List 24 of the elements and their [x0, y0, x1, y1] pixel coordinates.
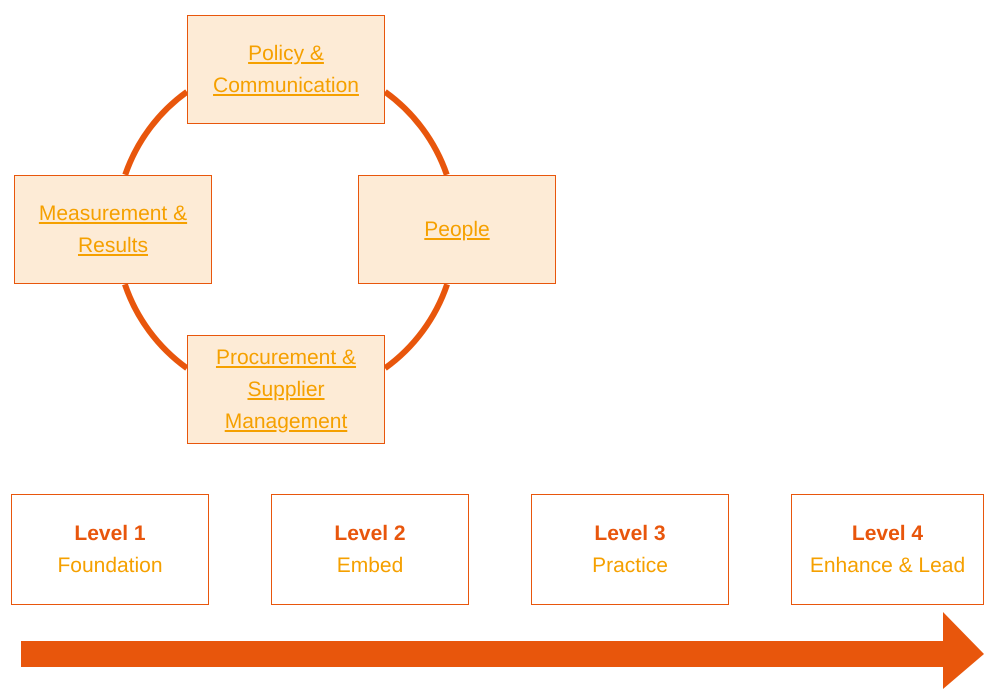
topic-link: People	[423, 216, 491, 242]
ring-arc	[383, 90, 450, 176]
level-box	[531, 494, 729, 605]
ring-arc	[122, 90, 189, 176]
level-title: Level 1	[74, 520, 146, 546]
level-name: Embed	[336, 552, 404, 578]
level-name: Enhance & Lead	[810, 552, 966, 578]
ring-arc	[383, 283, 450, 370]
topic-box	[187, 15, 385, 124]
level-title: Level 3	[594, 520, 666, 546]
level-title: Level 4	[852, 520, 924, 546]
topic-link: Procurement & Supplier Management	[214, 344, 358, 434]
topic-box	[187, 335, 385, 444]
level-box	[271, 494, 469, 605]
level-box	[791, 494, 984, 605]
topic-box	[14, 175, 212, 284]
ring-arc	[122, 283, 189, 370]
topic-box	[358, 175, 556, 284]
topic-link: Policy & Communication	[212, 40, 360, 98]
level-box	[11, 494, 209, 605]
level-title: Level 2	[334, 520, 406, 546]
level-name: Foundation	[57, 552, 163, 578]
topic-link: Measurement & Results	[38, 200, 188, 258]
level-name: Practice	[592, 552, 668, 578]
